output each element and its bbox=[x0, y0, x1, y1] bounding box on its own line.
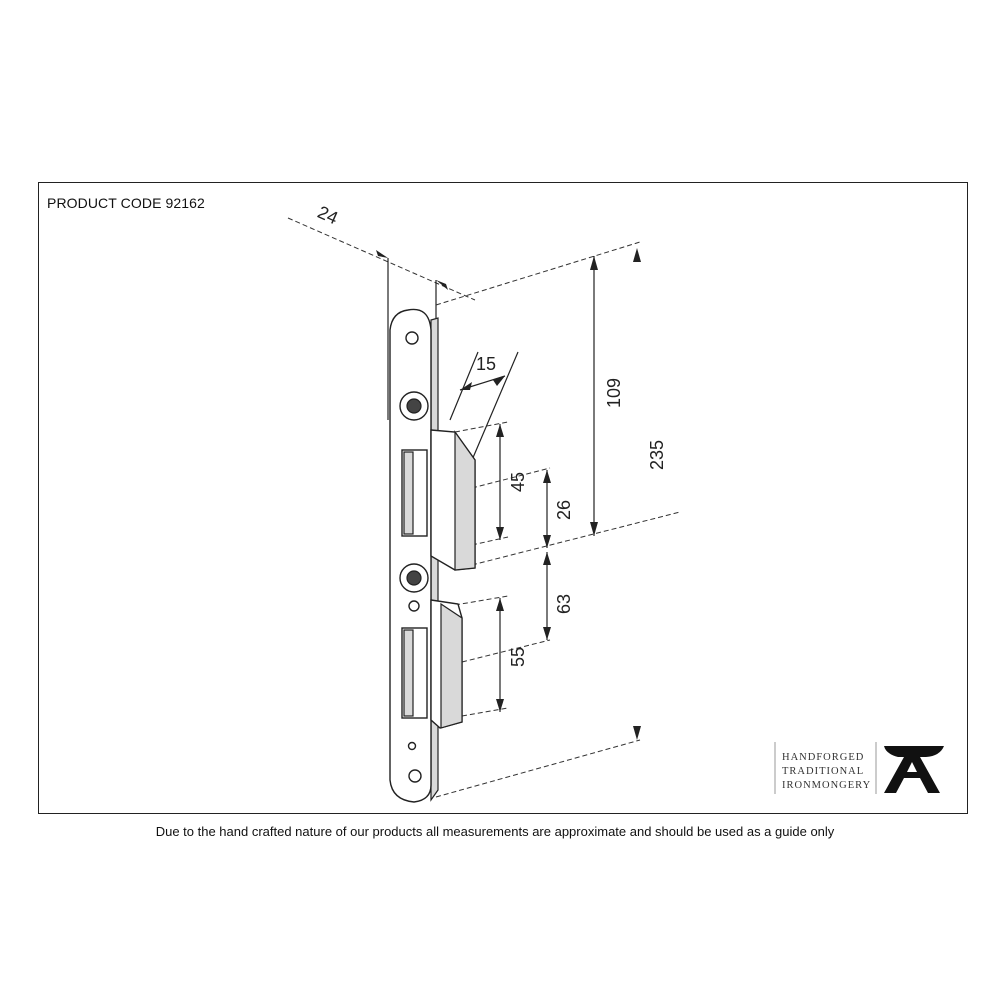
dim-26: 26 bbox=[554, 500, 574, 520]
product-code-label: PRODUCT CODE 92162 bbox=[47, 195, 205, 211]
disclaimer-text: Due to the hand crafted nature of our pr… bbox=[155, 824, 835, 839]
dim-55: 55 bbox=[508, 647, 528, 667]
dimension-26: 26 bbox=[543, 470, 574, 548]
dimension-109: 109 bbox=[590, 256, 624, 536]
dimension-width: 24 bbox=[287, 202, 476, 420]
brand-logo: HANDFORGED TRADITIONAL IRONMONGERY bbox=[774, 742, 944, 794]
dim-235: 235 bbox=[647, 440, 667, 470]
dim-24: 24 bbox=[315, 202, 341, 228]
dim-109: 109 bbox=[604, 378, 624, 408]
strike-plate bbox=[389, 308, 476, 803]
dimension-55: 55 bbox=[496, 598, 528, 712]
dimension-15: 15 bbox=[449, 351, 519, 461]
dimension-63: 63 bbox=[543, 552, 574, 640]
brand-line-1: HANDFORGED bbox=[782, 752, 864, 763]
brand-line-3: IRONMONGERY bbox=[782, 780, 871, 791]
dimension-235: 235 bbox=[633, 248, 667, 740]
dimension-45: 45 bbox=[496, 424, 528, 540]
dim-15: 15 bbox=[476, 354, 496, 374]
drawing-frame bbox=[38, 182, 968, 814]
dim-45: 45 bbox=[508, 472, 528, 492]
dimension-leaders bbox=[435, 241, 681, 798]
anvil-icon bbox=[884, 746, 944, 793]
brand-line-2: TRADITIONAL bbox=[782, 766, 864, 777]
dim-63: 63 bbox=[554, 594, 574, 614]
